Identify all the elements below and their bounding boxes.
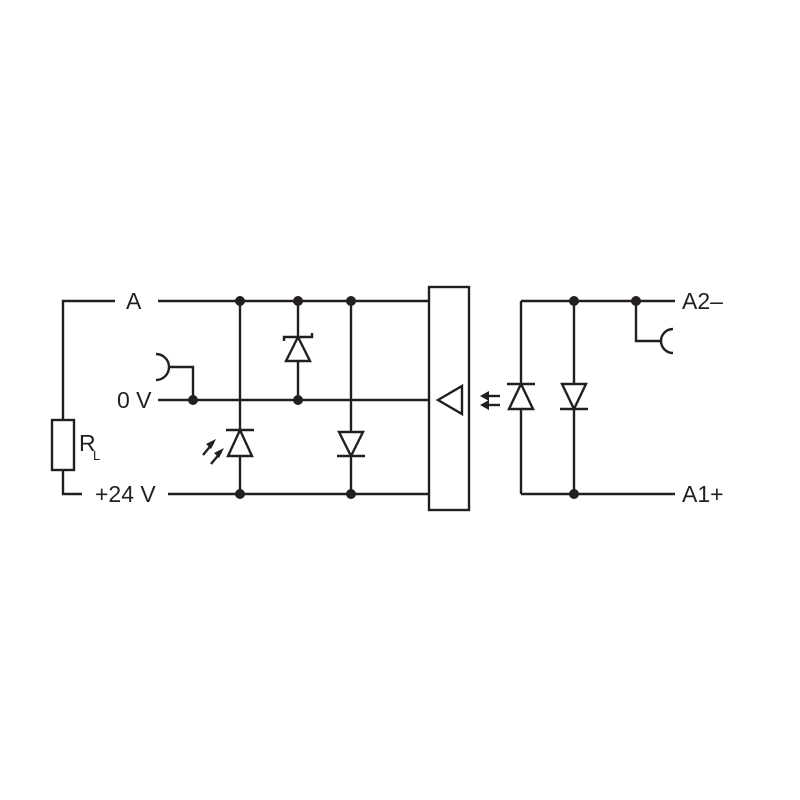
junction-dot — [235, 489, 245, 499]
terminal-a2-cup — [659, 327, 674, 355]
right-network — [507, 299, 675, 496]
junction-dot — [188, 395, 198, 405]
diode-right-triangle — [560, 382, 588, 412]
rl-top-lead — [61, 299, 115, 420]
terminal-0v — [155, 352, 195, 400]
branch-diode-left — [337, 301, 365, 494]
label-0v: 0 V — [117, 387, 152, 413]
terminal-a2-lead — [634, 301, 660, 343]
isolation-block-body — [427, 285, 471, 512]
junction-dot — [569, 296, 579, 306]
junction-dot — [293, 296, 303, 306]
junction-dot — [631, 296, 641, 306]
isolation-block — [427, 285, 471, 512]
label-a1-plus: A1+ — [682, 481, 724, 507]
diode-left-triangle — [337, 430, 365, 459]
label-rl-subscript: L — [93, 448, 100, 463]
rl-bottom-lead — [61, 470, 82, 496]
branch-zener — [282, 301, 314, 400]
junction-dot — [569, 489, 579, 499]
zener-bar — [282, 333, 314, 341]
led-emission-arrows-icon — [202, 439, 224, 465]
terminal-0v-cup — [155, 352, 171, 382]
label-rl: R — [79, 430, 96, 456]
zener-triangle — [284, 334, 312, 363]
junction-dot — [346, 489, 356, 499]
rl-body — [50, 418, 76, 472]
junction-dot — [346, 296, 356, 306]
label-a2-minus: A2– — [682, 288, 723, 314]
terminal-a2 — [634, 301, 674, 355]
load-resistor-rl — [50, 299, 115, 496]
label-a: A — [126, 288, 142, 314]
label-plus-24v: +24 V — [95, 481, 156, 507]
led-triangle — [226, 427, 254, 458]
optical-signal-arrows-icon — [480, 391, 500, 410]
junction-dots — [188, 296, 641, 499]
photodiode-triangle — [507, 381, 535, 411]
junction-dot — [235, 296, 245, 306]
isolation-block-triangle — [435, 383, 464, 417]
junction-dot — [293, 395, 303, 405]
terminal-0v-lead — [170, 365, 195, 400]
branch-led — [202, 301, 254, 494]
